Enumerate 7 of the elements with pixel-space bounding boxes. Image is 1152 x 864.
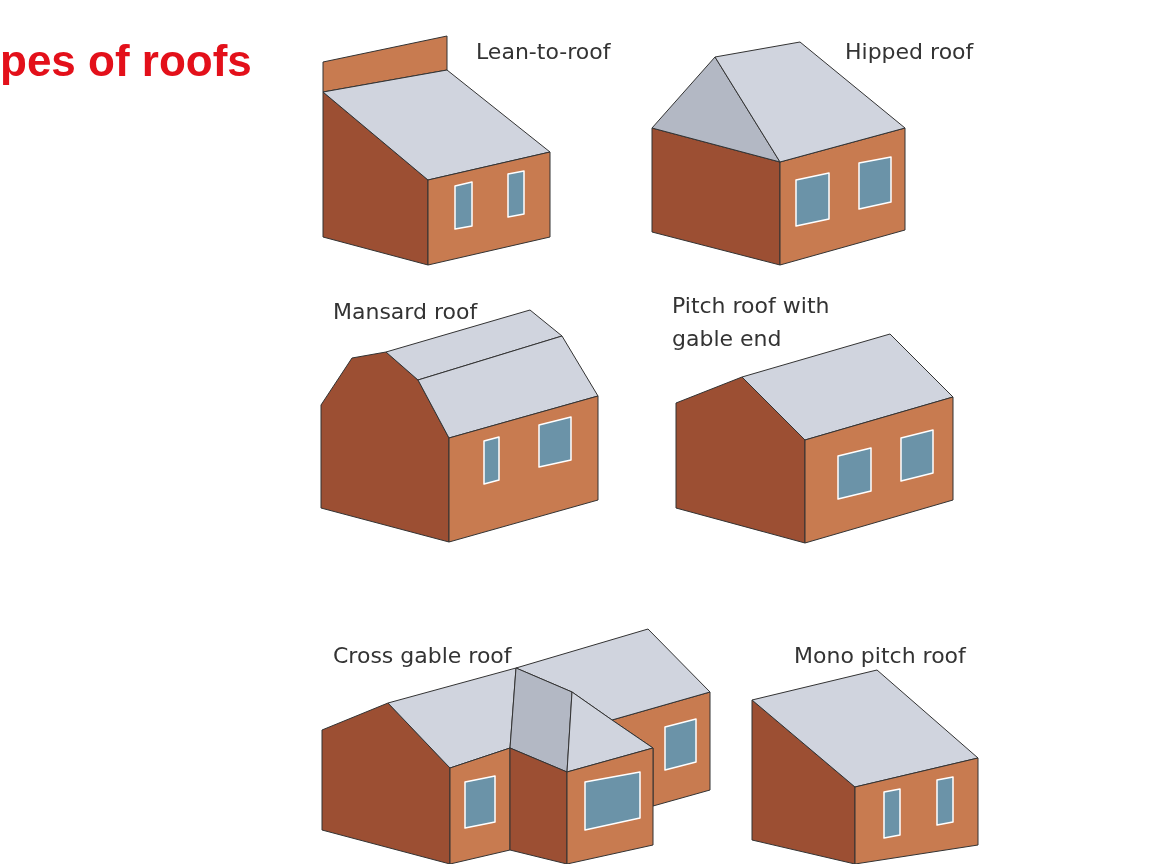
title: pes of roofs [0, 36, 252, 86]
roof-type-label: Hipped roof [845, 38, 975, 66]
roof-type-label: Mono pitch roof [794, 642, 968, 670]
roof-type-label: Mansard roof [333, 298, 479, 326]
roof-type-label: Pitch roof with gable end [672, 292, 831, 353]
roof-type-label: Cross gable roof [333, 642, 513, 670]
roof-type-label: Lean-to-roof [476, 38, 612, 66]
